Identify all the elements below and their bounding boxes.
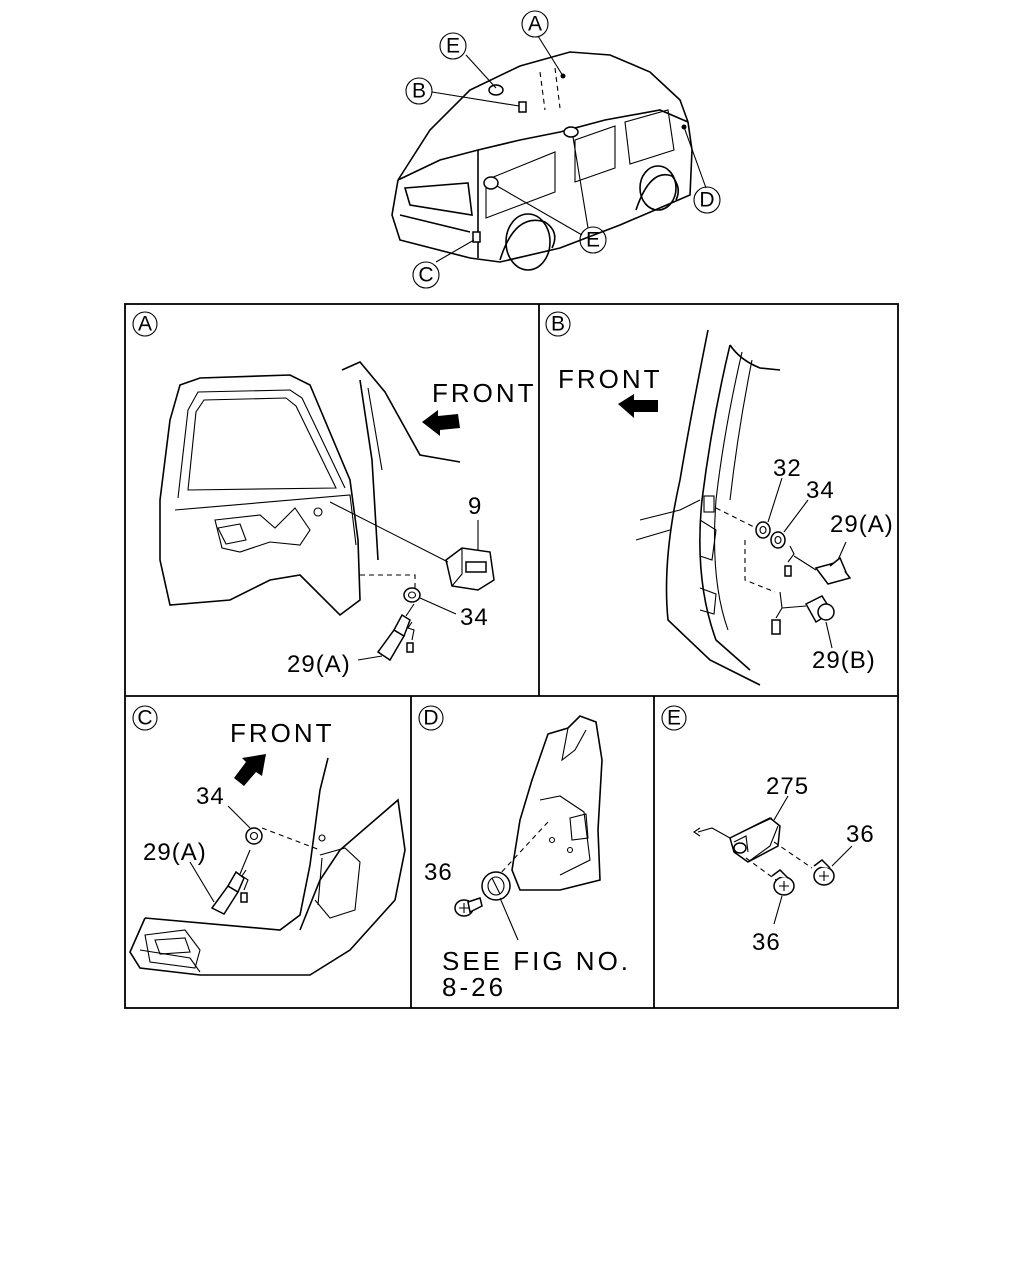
panel-a-badge: A (132, 311, 158, 337)
part-label-34-c: 34 (196, 783, 225, 810)
part-29a-switch-c (210, 849, 251, 915)
part-grommet-d (481, 871, 511, 901)
panel-frames (124, 303, 899, 1009)
part-label-29a-c: 29(A) (143, 839, 207, 866)
part-label-275: 275 (766, 773, 809, 800)
part-label-36-e-bottom: 36 (752, 929, 781, 956)
part-34-washer-b (770, 531, 786, 549)
van-overview: A E B D E C (391, 10, 721, 289)
panel-c-front-label: FRONT (230, 718, 335, 748)
svg-text:E: E (586, 229, 600, 252)
panel-a-front-arrow (422, 410, 460, 436)
svg-text:A: A (528, 13, 542, 36)
svg-text:B: B (551, 313, 565, 336)
panel-e-badge: E (661, 705, 687, 731)
part-label-36-d: 36 (424, 859, 453, 886)
part-29a-switch-b (784, 545, 852, 585)
svg-text:C: C (418, 264, 433, 287)
svg-text:D: D (699, 189, 714, 212)
svg-text:E: E (667, 707, 681, 730)
svg-text:E: E (446, 35, 460, 58)
overview-callout-a: A (521, 10, 549, 38)
panel-d-badge: D (418, 705, 444, 731)
part-29a-switch-a (376, 603, 415, 662)
svg-text:C: C (137, 707, 152, 730)
panel-c: C FRONT 34 29(A) (129, 705, 406, 976)
see-fig-number: 8-26 (442, 972, 506, 1002)
panel-c-front-arrow (234, 754, 266, 786)
overview-callout-d: D (693, 186, 721, 214)
part-label-32: 32 (773, 455, 802, 482)
part-label-36-e-right: 36 (846, 821, 875, 848)
part-36-screw-d (454, 897, 483, 917)
part-32-washer (755, 521, 771, 539)
panel-b-badge: B (545, 311, 571, 337)
overview-callout-e-side: E (579, 226, 607, 254)
panel-a-front-label: FRONT (432, 378, 537, 408)
part-label-34-b: 34 (806, 477, 835, 504)
svg-text:A: A (138, 313, 152, 336)
overview-callout-e-top: E (439, 32, 467, 60)
part-275-bracket (693, 817, 781, 863)
panel-c-badge: C (132, 705, 158, 731)
part-label-29b: 29(B) (812, 647, 876, 674)
part-label-9: 9 (468, 493, 482, 520)
panel-b-front-arrow (618, 394, 658, 418)
panel-b-front-label: FRONT (558, 364, 663, 394)
part-36-screw-e-bottom (771, 869, 795, 896)
part-label-29a-b: 29(A) (830, 511, 894, 538)
panel-b: B FRONT 32 34 (545, 311, 894, 686)
svg-text:D: D (423, 707, 438, 730)
part-label-29a-a: 29(A) (287, 651, 351, 678)
overview-callout-c: C (412, 261, 440, 289)
part-34-washer-c (245, 827, 263, 845)
see-fig-note: SEE FIG NO. (442, 946, 631, 976)
panel-d: D 36 SEE FIG NO. 8-26 (418, 705, 631, 1002)
part-9-switch (445, 520, 495, 591)
overview-callout-b: B (405, 77, 433, 105)
part-label-34-a: 34 (460, 604, 489, 631)
part-29b-switch (771, 591, 835, 635)
panel-e: E 275 36 36 (661, 705, 875, 956)
part-36-screw-e-right (813, 859, 835, 886)
svg-text:B: B (412, 80, 426, 103)
part-34-washer-a (403, 587, 421, 603)
panel-a: A FRONT 9 34 (132, 311, 537, 678)
